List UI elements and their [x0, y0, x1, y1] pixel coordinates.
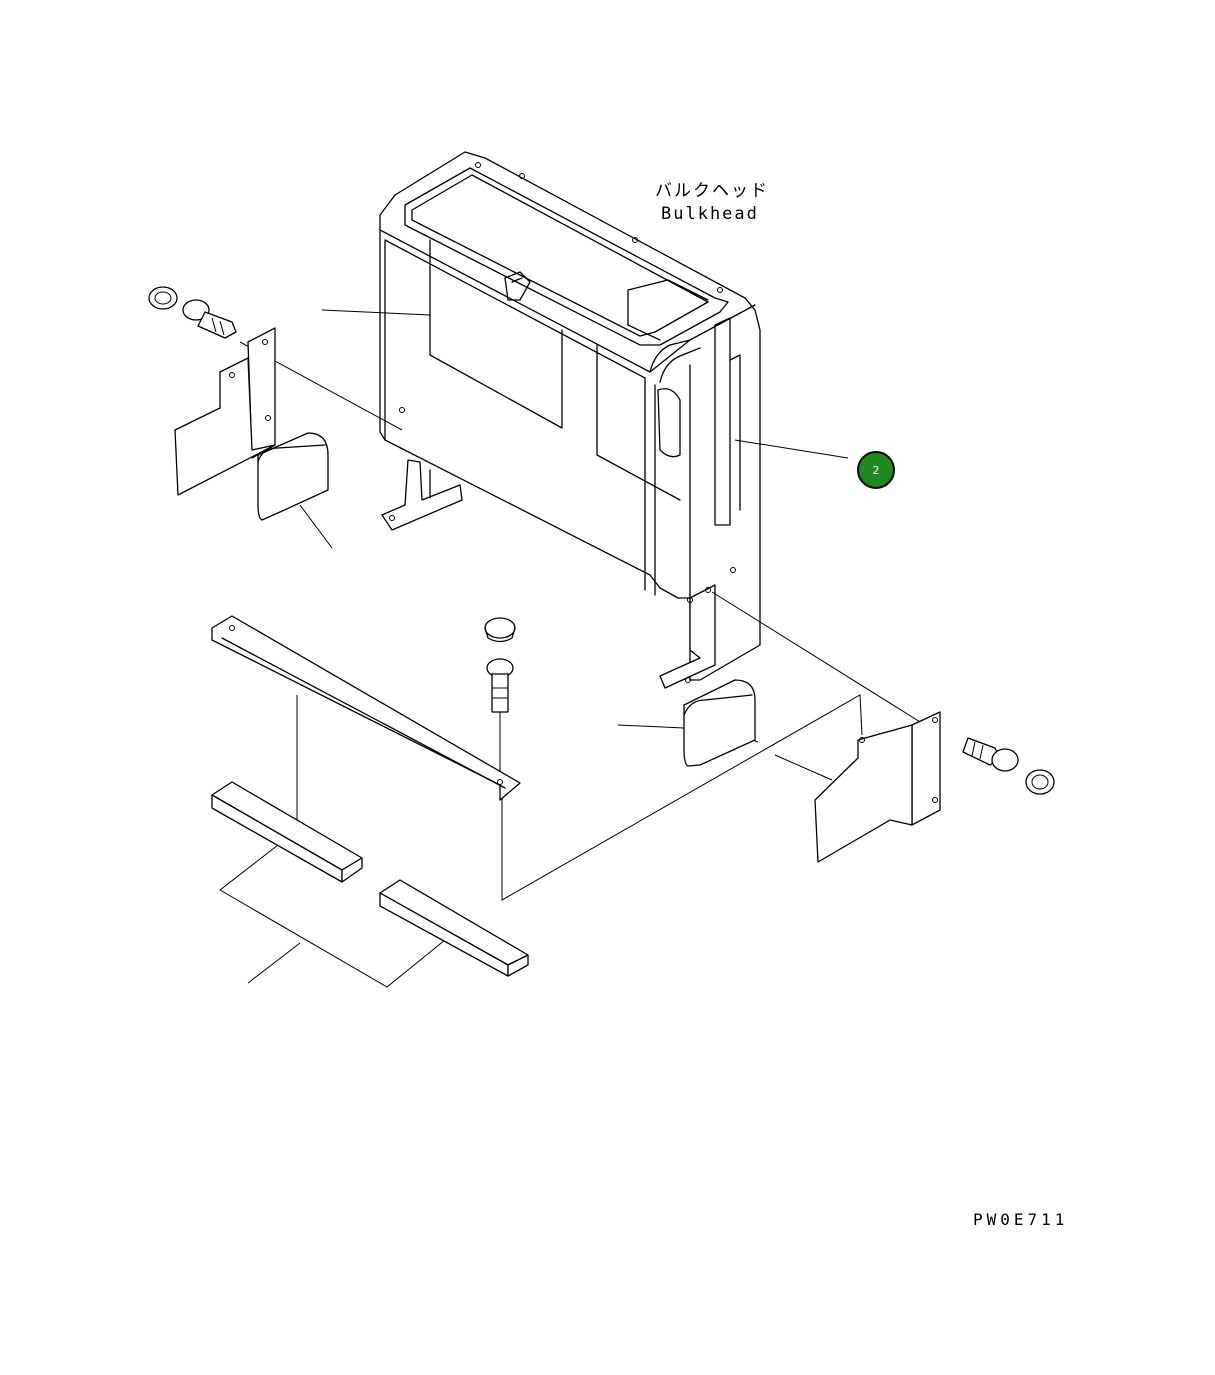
part-title-japanese: バルクヘッド — [655, 181, 769, 201]
left-cushion — [257, 432, 329, 521]
leader-lines — [211, 309, 926, 988]
bulkhead-panel — [379, 151, 761, 689]
angle-rail — [211, 615, 521, 801]
right-bracket — [814, 711, 941, 863]
center-bolt — [484, 617, 516, 713]
left-bolt — [148, 286, 237, 339]
drawing-code: PW0E711 — [973, 1210, 1069, 1229]
rubber-strip-right — [379, 879, 529, 977]
right-bolt — [962, 737, 1055, 795]
right-cushion — [683, 679, 756, 767]
rubber-strip-left — [211, 781, 363, 883]
part-title-english: Bulkhead — [661, 204, 759, 224]
left-bracket — [174, 327, 276, 496]
callout-marker-2[interactable]: 2 — [857, 451, 895, 489]
